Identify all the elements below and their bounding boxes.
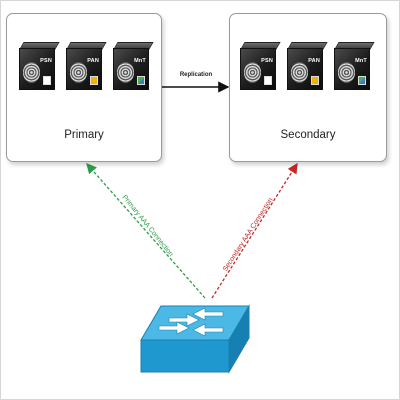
secondary-aaa-connection-arrow [211,162,298,299]
chart-badge-icon [358,76,366,85]
fingerprint-icon [338,62,355,83]
secondary-mnt-server-icon: MnT [334,42,375,90]
secondary-psn-server-icon: PSN [240,42,281,90]
node-label: PAN [308,58,320,64]
secondary-site-box: PSN PAN MnT Secondary [229,13,387,162]
fingerprint-icon [23,62,40,83]
primary-mnt-server-icon: MnT [113,42,154,90]
document-badge-icon [264,76,272,85]
primary-psn-server-icon: PSN [19,42,60,90]
folder-badge-icon [311,76,319,85]
node-label: PSN [261,58,273,64]
fingerprint-icon [117,62,134,83]
node-label: PSN [40,58,52,64]
fingerprint-icon [244,62,261,83]
network-switch-icon [140,304,250,374]
chart-badge-icon [137,76,145,85]
node-label: MnT [355,58,367,64]
secondary-pan-server-icon: PAN [287,42,328,90]
node-label: PAN [87,58,99,64]
folder-badge-icon [90,76,98,85]
primary-pan-server-icon: PAN [66,42,107,90]
replication-label: Replication [179,72,213,78]
primary-site-box: PSN PAN MnT Primary [6,13,162,162]
node-label: MnT [134,58,146,64]
fingerprint-icon [291,62,308,83]
secondary-site-label: Secondary [280,129,336,141]
fingerprint-icon [70,62,87,83]
primary-site-label: Primary [64,129,104,141]
document-badge-icon [43,76,51,85]
